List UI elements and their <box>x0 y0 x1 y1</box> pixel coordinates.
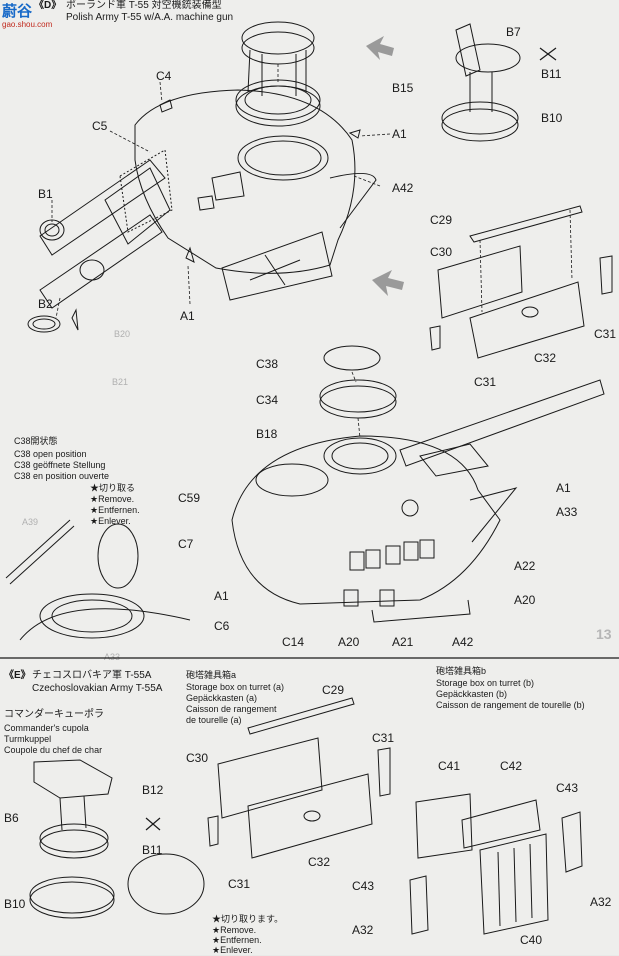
faint-label: A39 <box>22 517 39 527</box>
site-watermark: 蔚谷 gao.shou.com <box>2 3 53 30</box>
part-label: B11 <box>541 67 562 81</box>
part-label: B2 <box>38 297 53 311</box>
section-d-title-ja: ポーランド軍 T-55 対空機銃装備型 <box>66 0 222 11</box>
part-label: B7 <box>506 25 521 39</box>
part-label: A1 <box>214 589 229 603</box>
part-label: C43 <box>556 781 579 795</box>
part-label: C30 <box>430 245 453 259</box>
part-label: A21 <box>392 635 414 649</box>
storage-box-d-drawing <box>429 205 613 359</box>
storage-b-fr: Caisson de rangement de tourelle (b) <box>436 700 585 710</box>
watermark-url: gao.shou.com <box>2 20 53 29</box>
part-label: C14 <box>282 635 305 649</box>
part-label: A1 <box>392 127 407 141</box>
storage-a-de: Gepäckkasten (a) <box>186 693 258 703</box>
part-label: C5 <box>92 119 108 133</box>
storage-b-en: Storage box on turret (b) <box>436 678 535 688</box>
remove-note2-en: ★Remove. <box>212 925 257 935</box>
section-e-title-ja: チェコスロバキア軍 T-55A <box>32 670 152 681</box>
part-label: A20 <box>338 635 360 649</box>
cupola-title-en: Commander's cupola <box>4 723 89 733</box>
part-label: C7 <box>178 537 194 551</box>
direction-arrows <box>366 36 404 296</box>
part-label: C32 <box>308 855 331 869</box>
watermark-logo: 蔚谷 <box>2 3 33 20</box>
part-label: C31 <box>594 327 617 341</box>
storage-a-ja: 砲塔雑具箱a <box>186 670 237 680</box>
part-label: C38 <box>256 357 279 371</box>
faint-label: A33 <box>104 652 121 662</box>
cupola-d-drawing <box>441 23 521 142</box>
remove-note2-fr: ★Enlever. <box>212 945 253 955</box>
turret-d-drawing <box>27 21 391 333</box>
part-label: C30 <box>186 751 209 765</box>
cupola-title-fr: Coupole du chef de char <box>4 745 103 755</box>
part-label: A20 <box>514 593 536 607</box>
cupola-e-drawing <box>29 759 205 919</box>
part-label: B10 <box>541 111 563 125</box>
section-e-marker: 《E》 <box>4 670 31 681</box>
part-label: C40 <box>520 933 543 947</box>
cut-marks <box>145 47 557 831</box>
part-label: B15 <box>392 81 414 95</box>
part-label: B1 <box>38 187 53 201</box>
part-label: A42 <box>452 635 474 649</box>
part-label: A33 <box>556 505 578 519</box>
section-d-marker: 《D》 <box>34 0 62 11</box>
section-e-title-en: Czechoslovakian Army T-55A <box>32 683 163 694</box>
part-label: C43 <box>352 879 375 893</box>
part-label: C59 <box>178 491 201 505</box>
part-label: C29 <box>430 213 453 227</box>
part-label: B18 <box>256 427 278 441</box>
section-d-title-en: Polish Army T-55 w/A.A. machine gun <box>66 12 234 23</box>
faint-step-badge: 13 <box>596 626 612 642</box>
part-label: B10 <box>4 897 26 911</box>
part-label: C42 <box>500 759 523 773</box>
storage-b-ja: 砲塔雑具箱b <box>436 666 487 676</box>
c38-note-title: C38開状態 <box>14 436 58 446</box>
storage-b-de: Gepäckkasten (b) <box>436 689 508 699</box>
cupola-title-ja: コマンダーキューポラ <box>4 709 104 720</box>
turret-d2-drawing <box>231 345 605 623</box>
part-label: A32 <box>590 895 612 909</box>
part-label: C31 <box>372 731 395 745</box>
cupola-title-de: Turmkuppel <box>4 734 52 744</box>
part-label: A1 <box>180 309 195 323</box>
c38-note-en: C38 open position <box>14 449 87 459</box>
c38-note-de: C38 geöffnete Stellung <box>14 460 106 470</box>
c38-open-inset <box>5 519 191 641</box>
c38-note-fr: C38 en position ouverte <box>14 471 110 481</box>
storage-box-e-a-drawing <box>207 697 391 859</box>
part-label: C29 <box>322 683 345 697</box>
part-label: C4 <box>156 69 172 83</box>
remove-note2-ja: ★切り取ります。 <box>212 914 284 924</box>
remove-note-en: ★Remove. <box>90 494 135 504</box>
part-label: C31 <box>228 877 251 891</box>
part-label: C6 <box>214 619 230 633</box>
part-label: B6 <box>4 811 19 825</box>
part-label: B12 <box>142 783 164 797</box>
storage-a-fr: Caisson de rangement <box>186 704 277 714</box>
part-label: A1 <box>556 481 571 495</box>
remove-note-ja: ★切り取る <box>90 483 136 493</box>
part-label: A32 <box>352 923 374 937</box>
remove-note-de: ★Entfernen. <box>90 505 140 515</box>
storage-a-en: Storage box on turret (a) <box>186 682 285 692</box>
part-label: A22 <box>514 559 536 573</box>
part-label: C31 <box>474 375 497 389</box>
faint-label: B21 <box>112 377 129 387</box>
remove-note2-de: ★Entfernen. <box>212 935 262 945</box>
part-label: A42 <box>392 181 414 195</box>
storage-a-fr2: de tourelle (a) <box>186 715 242 725</box>
part-label: C32 <box>534 351 557 365</box>
part-label: C34 <box>256 393 279 407</box>
faint-label: B20 <box>114 329 131 339</box>
part-label: B11 <box>142 843 163 857</box>
remove-note-fr: ★Enlever. <box>90 516 131 526</box>
part-label: C41 <box>438 759 461 773</box>
storage-box-e-b-drawing <box>409 793 583 935</box>
